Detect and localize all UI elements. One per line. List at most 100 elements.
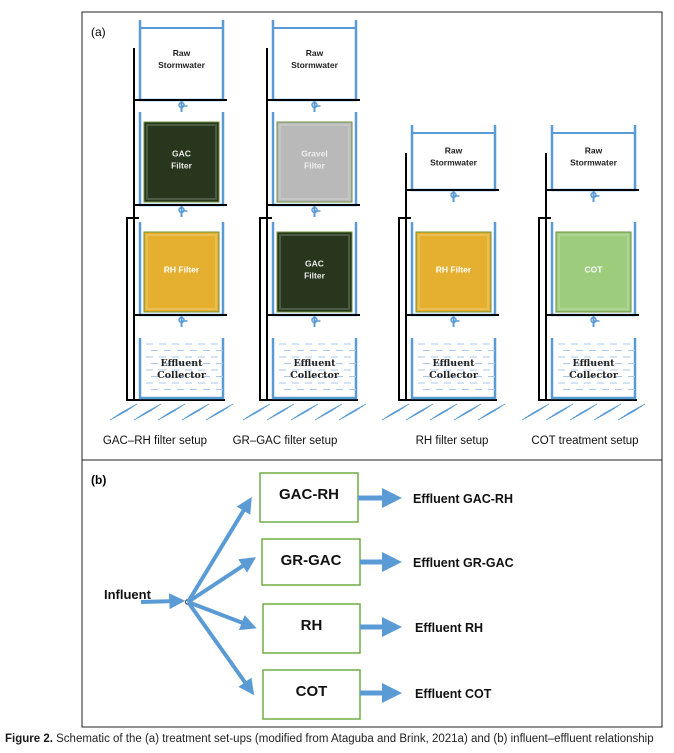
stage-label: Collector [429, 370, 479, 381]
stage-label: Stormwater [158, 60, 205, 70]
water-wave [323, 403, 343, 415]
water-wave [299, 403, 319, 415]
filter-bevel [558, 234, 629, 310]
water-wave [214, 403, 234, 415]
valve-tap-icon [590, 191, 600, 202]
branch-arrow [186, 557, 257, 604]
stage-label: Raw [445, 146, 463, 156]
stage-label: Raw [306, 48, 324, 58]
stage-label: RH Filter [436, 265, 472, 275]
filter-media [143, 231, 220, 313]
filter-tank: RH Filter [134, 222, 227, 327]
valve-tap-icon [450, 191, 460, 202]
stand-frame [398, 217, 497, 401]
water-wave [438, 403, 458, 415]
treatment-box [259, 472, 359, 523]
setup-label: GAC–RH filter setup [103, 435, 207, 447]
treatment-1: GR-GAC Effluent GR-GAC [186, 538, 514, 604]
influent-arrow [140, 593, 186, 610]
stage-label: RH Filter [164, 265, 200, 275]
caption-prefix: Figure 2. [5, 733, 53, 745]
stand-frame [259, 217, 358, 401]
filter-bevel [279, 124, 350, 200]
stage-label: Collector [290, 370, 340, 381]
water-wave [486, 403, 506, 415]
water-wave [142, 403, 162, 415]
treatment-box [262, 669, 361, 720]
filter-bevel [279, 234, 350, 310]
valve-tap-icon [178, 101, 188, 112]
stage-label: Effluent [293, 358, 336, 369]
valve-tap-icon [311, 206, 321, 217]
water-wave [626, 403, 646, 415]
panel-b-frame [81, 459, 663, 728]
tank-wall [410, 338, 497, 400]
filter-bevel [146, 234, 217, 310]
filter-tank: GAC Filter [134, 112, 227, 217]
water-wave [251, 403, 271, 415]
treatment-box-label: GR-GAC [281, 552, 342, 569]
setup-label: RH filter setup [416, 435, 489, 447]
filter-media [555, 231, 632, 313]
stage-label: Effluent [572, 358, 615, 369]
water-wave [530, 403, 550, 415]
stage-label: Stormwater [430, 158, 477, 168]
filter-media [143, 121, 220, 203]
tank-wall [550, 338, 637, 400]
branch-arrow [186, 497, 252, 604]
stage-label: GAC [305, 259, 324, 269]
panel-a-label: (a) [91, 25, 106, 39]
valve-tap-icon [590, 316, 600, 327]
effluent-label: Effluent GR-GAC [413, 556, 514, 570]
setup-label: GR–GAC filter setup [233, 435, 338, 447]
tank-wall [271, 338, 358, 400]
effluent-label: Effluent RH [415, 621, 483, 635]
filter-tank: RH Filter [406, 222, 499, 327]
treatment-box-label: RH [301, 617, 323, 634]
stage-label: Gravel [301, 149, 327, 159]
stage-label: Raw [173, 48, 191, 58]
stage-label: Filter [304, 161, 325, 171]
stage-label: Effluent [432, 358, 475, 369]
treatment-2: RH Effluent RH [187, 600, 483, 654]
water-wave [602, 403, 622, 415]
setup-1: RawStormwaterGravelFilterGACFilterEfflue… [233, 20, 367, 447]
water-wave [118, 403, 138, 415]
water-wave [578, 403, 598, 415]
water-wave [347, 403, 367, 415]
stage-label: Stormwater [570, 158, 617, 168]
stand-frame [538, 217, 637, 401]
filter-bevel [146, 124, 217, 200]
valve-tap-icon [450, 316, 460, 327]
water-wave [166, 403, 186, 415]
treatment-box-label: GAC-RH [279, 486, 339, 503]
filter-media [276, 231, 353, 313]
valve-tap-icon [178, 316, 188, 327]
stage-label: Effluent [160, 358, 203, 369]
branch-arrow [186, 600, 255, 696]
stage-label: Filter [171, 161, 192, 171]
caption-text: Schematic of the (a) treatment set-ups (… [52, 733, 654, 745]
stage-label: GAC [172, 149, 191, 159]
filter-bevel [418, 234, 489, 310]
water-wave [390, 403, 410, 415]
water-wave [275, 403, 295, 415]
treatment-box-label: COT [296, 683, 328, 700]
filter-media [415, 231, 492, 313]
